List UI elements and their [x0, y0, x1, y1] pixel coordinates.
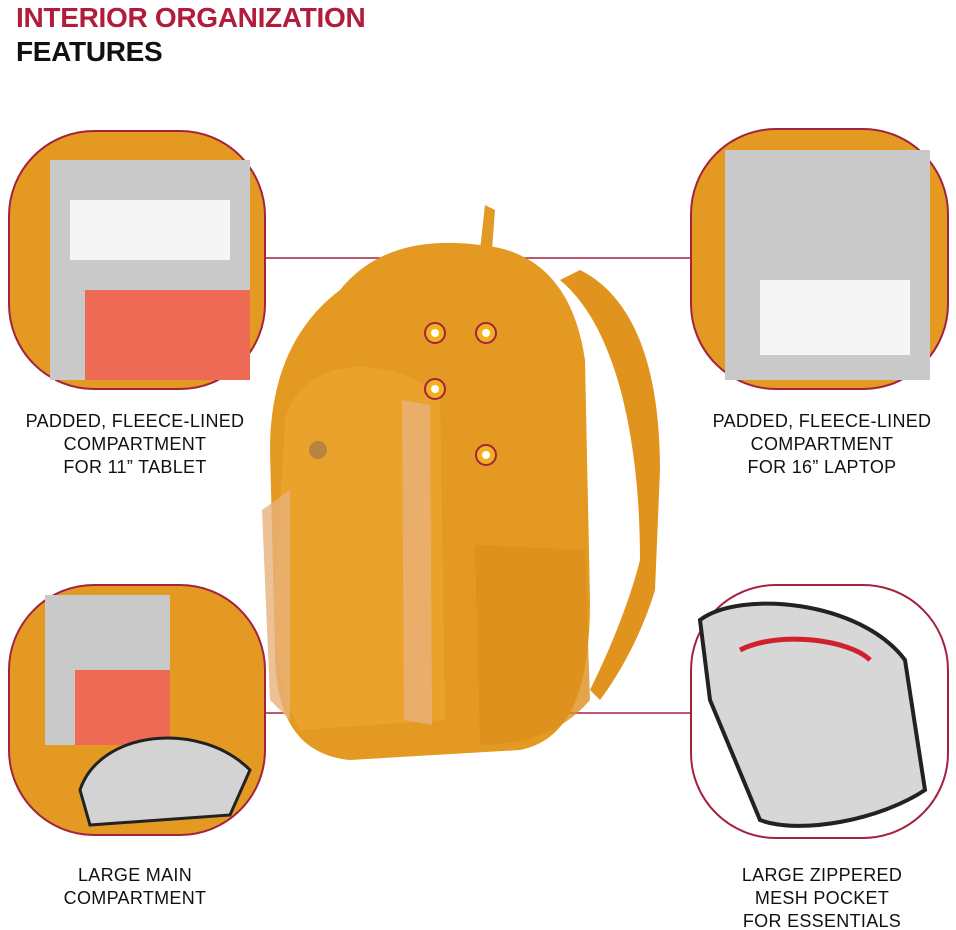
caption-line: MESH POCKET [754, 888, 890, 908]
caption-line: COMPARTMENT [750, 434, 894, 454]
caption-line: FOR 11” TABLET [63, 457, 207, 477]
hotspots [424, 322, 497, 466]
caption-line: PADDED, FLEECE-LINED [25, 411, 245, 431]
caption-line: COMPARTMENT [63, 434, 207, 454]
caption-line: LARGE ZIPPERED [741, 865, 903, 885]
title-line-2: FEATURES [16, 36, 163, 67]
detail-laptop-compartment [690, 128, 949, 390]
caption-main-compartment: LARGE MAIN COMPARTMENT [0, 864, 270, 910]
caption-laptop-compartment: PADDED, FLEECE-LINED COMPARTMENT FOR 16”… [687, 410, 956, 479]
detail-tablet-compartment [8, 130, 266, 390]
caption-line: FOR 16” LAPTOP [747, 457, 897, 477]
title-line-1: INTERIOR ORGANIZATION [16, 2, 366, 33]
caption-line: PADDED, FLEECE-LINED [712, 411, 932, 431]
caption-tablet-compartment: PADDED, FLEECE-LINED COMPARTMENT FOR 11”… [0, 410, 270, 479]
backpack-image [262, 205, 660, 760]
caption-mesh-pocket: LARGE ZIPPERED MESH POCKET FOR ESSENTIAL… [687, 864, 956, 930]
detail-mesh-pocket [690, 584, 949, 839]
detail-main-compartment [8, 584, 266, 836]
caption-line: FOR ESSENTIALS [742, 911, 902, 930]
caption-line: LARGE MAIN [77, 865, 193, 885]
caption-line: COMPARTMENT [63, 888, 207, 908]
